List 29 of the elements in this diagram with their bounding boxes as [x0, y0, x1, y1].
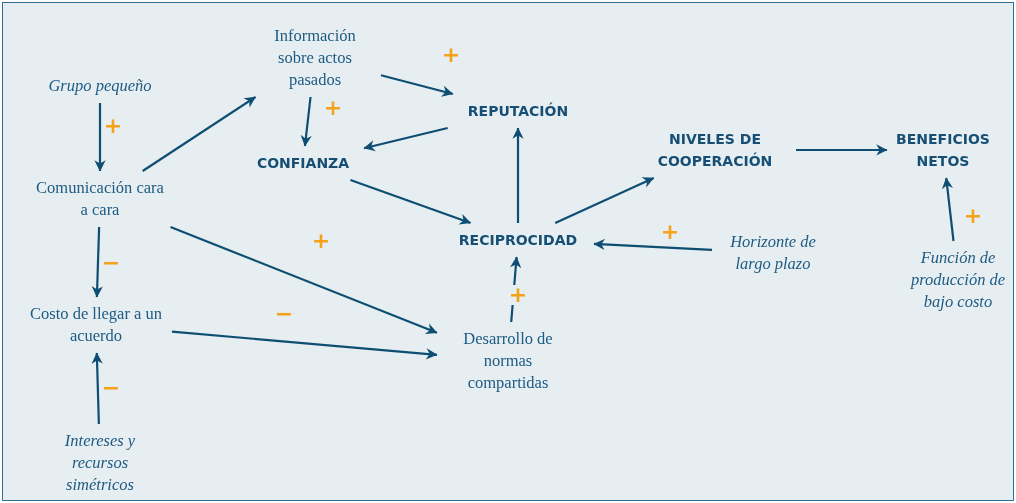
node-label: REPUTACIÓN — [467, 101, 569, 121]
node-label: Costo de llegar a un acuerdo — [29, 303, 163, 347]
arrow — [380, 74, 454, 97]
node-label: Información sobre actos pasados — [273, 25, 357, 91]
node-label: Horizonte de largo plazo — [729, 231, 817, 275]
arrow — [91, 226, 103, 298]
arrow — [796, 144, 888, 156]
arrow — [554, 177, 655, 224]
arrow — [510, 256, 522, 323]
arrow — [94, 103, 106, 172]
node-label: Función de producción de bajo costo — [909, 247, 1007, 313]
node-label: Intereses y recursos simétricos — [63, 430, 137, 496]
arrow — [941, 177, 955, 242]
arrow — [350, 178, 471, 225]
arrow — [593, 238, 713, 251]
node-label: Desarrollo de normas compartidas — [462, 328, 554, 394]
node-label: Comunicación cara a cara — [35, 177, 165, 221]
node-label: CONFIANZA — [256, 154, 350, 173]
node-label: NIVELES DE COOPERACIÓN — [656, 130, 774, 171]
arrow — [512, 127, 524, 223]
node-label: BENEFICIOS NETOS — [895, 130, 991, 171]
arrow — [91, 352, 103, 425]
arrow — [363, 126, 448, 152]
arrow — [171, 330, 438, 360]
node-label: RECIPROCIDAD — [458, 231, 578, 250]
arrow — [170, 225, 438, 334]
arrow — [142, 96, 257, 172]
node-label: Grupo pequeño — [48, 75, 152, 97]
arrow — [300, 96, 312, 147]
